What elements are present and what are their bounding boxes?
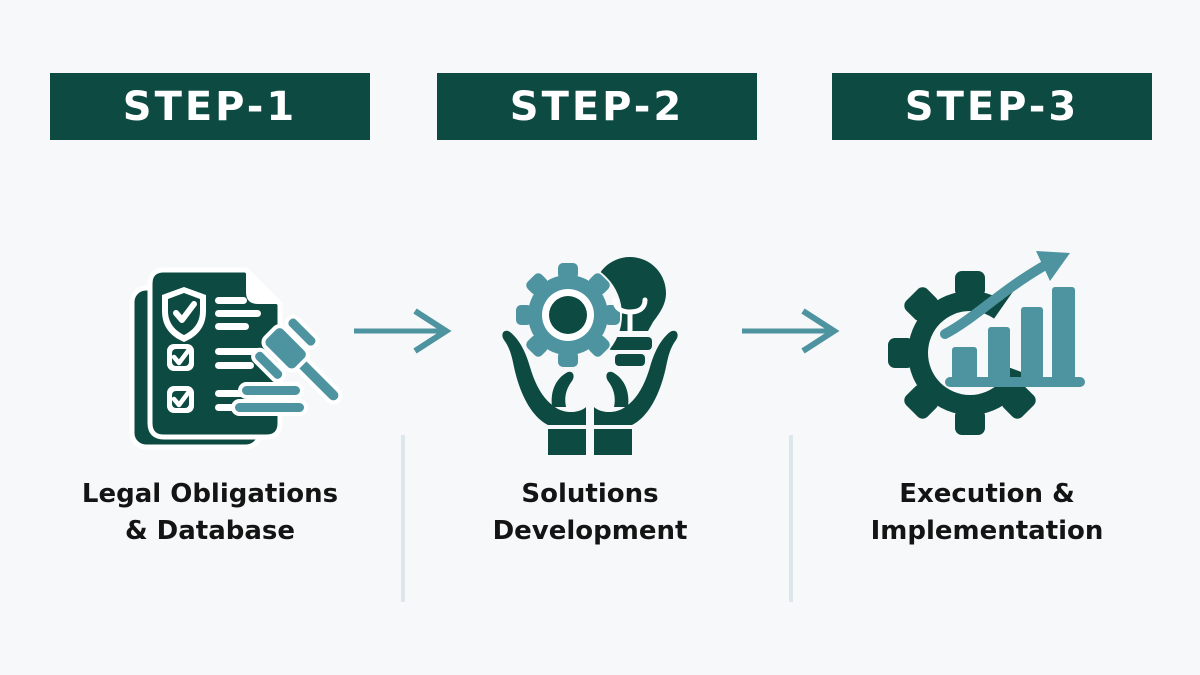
gear-icon (516, 263, 620, 367)
step-1-banner: STEP-1 (50, 73, 370, 140)
step-1-label: Legal Obligations & Database (30, 476, 390, 550)
step-2-label-line-2: Development (492, 516, 688, 546)
step-1-label-line-2: & Database (124, 516, 296, 546)
step-3-banner: STEP-3 (832, 73, 1152, 140)
step-3-label: Execution & Implementation (807, 476, 1167, 550)
step-1-banner-label: STEP-1 (122, 83, 298, 130)
step-2-label-line-1: Solutions (521, 479, 659, 509)
page-fold (246, 270, 280, 304)
gear-growth-chart-icon (888, 251, 1085, 435)
step-2-banner: STEP-2 (437, 73, 757, 140)
step-2-banner-label: STEP-2 (509, 83, 685, 130)
step-3-label-line-1: Execution & (899, 479, 1075, 509)
step-2-label: Solutions Development (410, 476, 770, 550)
divider-line (401, 435, 405, 602)
hands-icon (502, 330, 678, 455)
growth-arrow-icon (940, 251, 1070, 339)
gear-icon (888, 263, 1080, 435)
legal-checklist-gavel-icon (129, 267, 343, 450)
gavel-icon (231, 314, 343, 416)
bar-chart-icon (945, 287, 1085, 387)
right-arrow-icon (742, 308, 840, 354)
step-3-label-line-2: Implementation (870, 516, 1104, 546)
step-3-banner-label: STEP-3 (904, 83, 1080, 130)
divider-line (789, 435, 793, 602)
step-1-label-line-1: Legal Obligations (81, 479, 339, 509)
right-arrow-icon (354, 308, 452, 354)
hands-gear-lightbulb-icon (502, 257, 678, 455)
